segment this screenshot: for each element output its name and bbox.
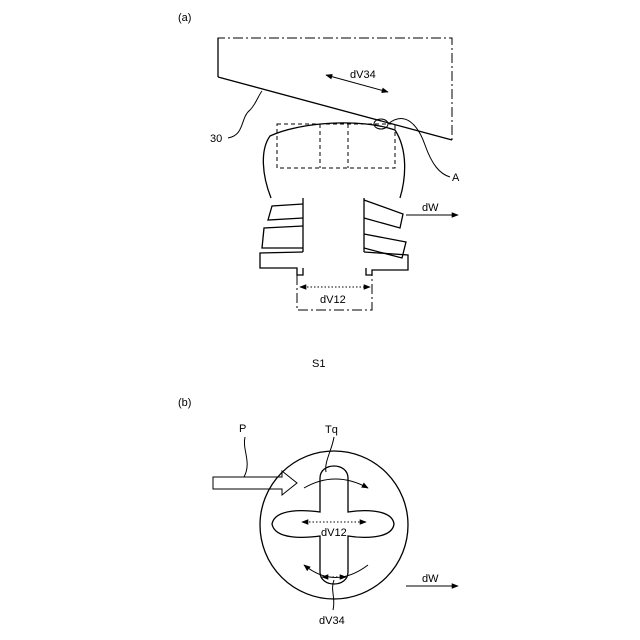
label-dV34-b: dV34 (319, 615, 345, 627)
torque-arrow-bottom (304, 565, 368, 578)
head-recess-outline (277, 124, 395, 168)
label-S1: S1 (312, 358, 325, 370)
label-dW-a: dW (422, 202, 439, 214)
label-dW-b: dW (422, 573, 439, 585)
panel-a: (a) dV34 30 A dV12 (178, 12, 460, 370)
panel-b-caption: (b) (178, 397, 191, 409)
label-Tq: Tq (325, 424, 338, 436)
panel-a-caption: (a) (178, 12, 191, 24)
flange-right-upper (364, 200, 403, 228)
cross-recess (272, 466, 394, 584)
label-P: P (239, 423, 246, 435)
fastener-head (263, 123, 404, 198)
label-dV12-b: dV12 (321, 527, 347, 539)
label-dV34-a: dV34 (350, 69, 376, 81)
leader-A (388, 119, 450, 177)
member-30-slope-face (218, 77, 452, 140)
label-30: 30 (210, 133, 222, 145)
base-left (260, 252, 303, 275)
panel-b: (b) Tq P dV12 dV34 dW (178, 397, 458, 627)
torque-arrow-top (304, 479, 368, 488)
member-30-outline (218, 38, 452, 140)
leader-P (244, 437, 247, 477)
flange-left-upper (268, 204, 303, 220)
label-A: A (452, 172, 460, 184)
input-arrow-P (213, 471, 297, 495)
base-right (364, 252, 408, 275)
leader-30 (228, 91, 262, 138)
flange-left-lower (262, 226, 303, 248)
label-dV12-a: dV12 (320, 294, 346, 306)
